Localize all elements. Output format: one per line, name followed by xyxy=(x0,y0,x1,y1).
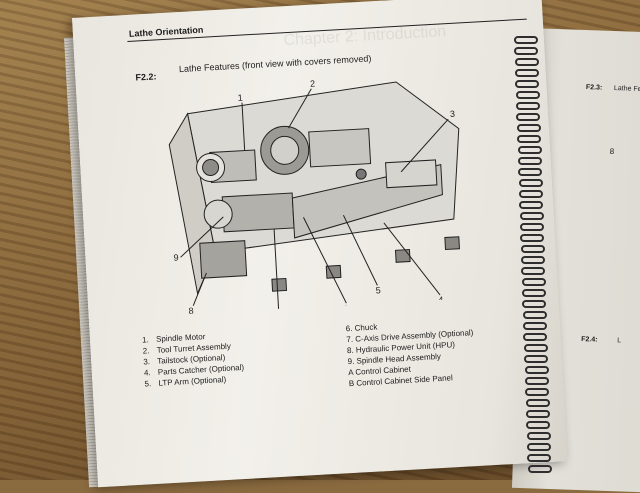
spiral-ring xyxy=(515,80,540,88)
spiral-ring xyxy=(525,388,550,396)
spiral-ring xyxy=(517,146,542,154)
callout-6: 6 xyxy=(343,303,349,313)
right-fig-tail-b: L xyxy=(617,337,622,345)
spiral-ring xyxy=(522,311,547,319)
callout-8: 8 xyxy=(188,306,194,316)
spiral-ring xyxy=(515,91,540,99)
legend-right: 6. Chuck 7. C-Axis Drive Assembly (Optio… xyxy=(345,316,476,389)
spiral-ring xyxy=(519,201,544,209)
tailstock-shape xyxy=(385,159,438,189)
spiral-ring xyxy=(514,36,538,44)
figure-id: F2.2: xyxy=(135,71,157,83)
spiral-ring xyxy=(519,212,544,220)
spiral-ring xyxy=(514,47,539,55)
spiral-ring xyxy=(517,135,542,143)
callout-5: 5 xyxy=(375,285,381,295)
spiral-ring xyxy=(516,124,541,132)
legend-left: 1.Spindle Motor 2.Tool Turret Assembly 3… xyxy=(142,329,245,390)
lathe-diagram: 1 2 3 4 5 6 7 8 9 xyxy=(168,79,461,316)
spiral-ring xyxy=(519,223,544,231)
spiral-ring xyxy=(525,410,550,418)
spiral-ring xyxy=(527,454,552,462)
spiral-ring xyxy=(516,113,541,121)
spiral-ring xyxy=(525,399,550,407)
hpu-shape xyxy=(199,240,248,279)
spiral-ring xyxy=(522,289,547,297)
spiral-ring xyxy=(526,443,551,451)
right-callout-8: 8 xyxy=(609,146,615,157)
callout-1: 1 xyxy=(237,93,243,103)
left-page: Chapter 2: Introduction Lathe Orientatio… xyxy=(72,0,568,488)
spiral-ring xyxy=(518,190,543,198)
spiral-ring xyxy=(523,333,548,341)
spiral-ring xyxy=(524,355,549,363)
turret-housing xyxy=(308,128,372,168)
spiral-ring xyxy=(518,179,543,187)
spiral-ring xyxy=(526,432,551,440)
spiral-ring xyxy=(523,322,548,330)
spiral-ring xyxy=(517,157,542,165)
callout-2: 2 xyxy=(310,79,316,89)
spindle-head-shape xyxy=(221,192,295,233)
spiral-ring xyxy=(520,234,545,242)
spiral-ring xyxy=(526,421,551,429)
spiral-ring xyxy=(516,102,541,110)
right-fig-id-b: F2.4: xyxy=(581,336,598,344)
spiral-ring xyxy=(524,377,549,385)
spiral-ring xyxy=(520,245,545,253)
figure-caption: Lathe Features (front view with covers r… xyxy=(178,53,372,75)
spiral-ring xyxy=(521,267,546,275)
callout-4: 4 xyxy=(438,295,444,305)
spiral-ring xyxy=(523,344,548,352)
spiral-binding xyxy=(514,36,552,476)
chuck-shape xyxy=(203,199,233,229)
spiral-ring xyxy=(527,465,552,473)
right-fig-id-a: F2.3: xyxy=(585,84,603,92)
spiral-ring xyxy=(518,168,543,176)
callout-9: 9 xyxy=(173,252,179,262)
spiral-ring xyxy=(524,366,549,374)
spiral-ring xyxy=(514,58,539,66)
spiral-ring xyxy=(515,69,540,77)
spiral-ring xyxy=(521,256,545,264)
right-fig-caption-a: Lathe Featur xyxy=(613,85,640,94)
spiral-ring xyxy=(522,300,547,308)
callout-3: 3 xyxy=(450,109,456,119)
callout-7: 7 xyxy=(276,309,282,316)
spiral-ring xyxy=(521,278,546,286)
